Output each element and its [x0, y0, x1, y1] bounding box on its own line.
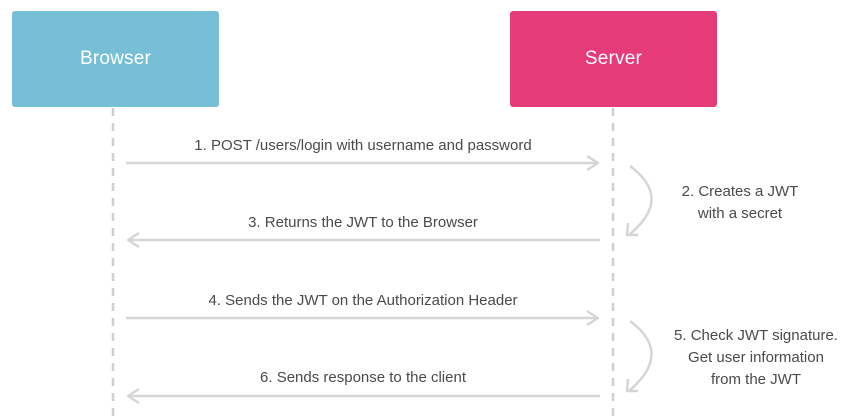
- message-arrow-6: [126, 387, 600, 405]
- browser-label: Browser: [79, 48, 152, 69]
- note-arrow-5: [625, 319, 653, 393]
- note-label-2: 2. Creates a JWT with a secret: [681, 183, 799, 222]
- message-label-3: 3. Returns the JWT to the Browser: [248, 214, 478, 231]
- note-arrow-2: [625, 164, 653, 237]
- message-arrow-3: [126, 231, 600, 249]
- message-label-1: 1. POST /users/login with username and p…: [194, 137, 532, 154]
- server-participant: Server: [510, 11, 717, 107]
- message-arrow-4: [126, 309, 600, 327]
- message-label-6: 6. Sends response to the client: [260, 369, 466, 386]
- message-arrow-1: [126, 154, 600, 172]
- server-label: Server: [584, 48, 643, 69]
- note-label-5: 5. Check JWT signature. Get user informa…: [674, 327, 838, 388]
- message-label-4: 4. Sends the JWT on the Authorization He…: [208, 292, 518, 309]
- browser-participant: Browser: [12, 11, 219, 107]
